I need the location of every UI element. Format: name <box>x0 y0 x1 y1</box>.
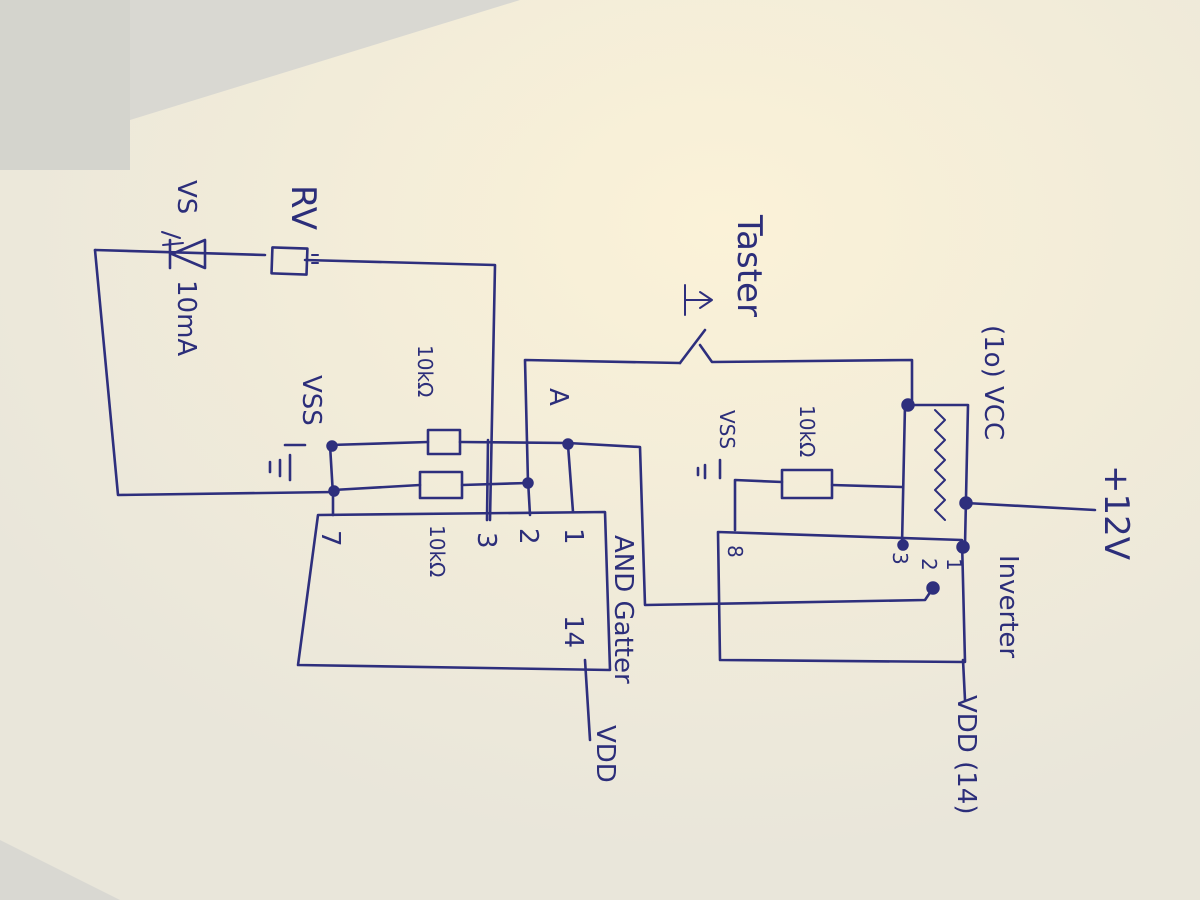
rv-marks <box>311 254 319 264</box>
r-inv-label: 10kΩ <box>795 405 819 457</box>
node <box>562 438 574 450</box>
taster-switch-icon <box>678 328 914 404</box>
wire-12v <box>964 501 1097 512</box>
node <box>326 440 338 452</box>
inverter-chip-body <box>716 530 967 664</box>
vdd-inverter-label: VDD (14) <box>951 695 981 814</box>
rv-label: RV <box>283 185 323 230</box>
and-pin-2-label: 2 <box>513 528 543 545</box>
wire-and-pin3 <box>485 438 490 522</box>
resistor-10k-inverter <box>780 468 834 500</box>
and-gatter-label: AND Gatter <box>608 535 638 684</box>
rv-resistor <box>270 246 309 276</box>
led-label: VS <box>171 180 201 214</box>
wire-inv-vdd <box>961 658 967 702</box>
taster-symbol-icon <box>684 284 713 316</box>
background-corner <box>0 0 130 170</box>
plus-12v-label: +12V <box>1096 465 1136 560</box>
resistor-10k-top <box>426 428 462 456</box>
scribble-mark <box>934 409 946 521</box>
inv-pin-8-label: 8 <box>723 545 747 558</box>
r-and-top-label: 10kΩ <box>413 345 437 397</box>
and-pin-14-label: 14 <box>558 615 588 648</box>
and-chip-body <box>296 510 612 672</box>
wire-r-bottom <box>331 481 530 492</box>
node <box>522 477 534 489</box>
and-pin-3-label: 3 <box>471 532 501 549</box>
node <box>956 540 970 554</box>
wire-led-left <box>93 248 337 497</box>
and-pin-1-label: 1 <box>558 528 588 545</box>
wire-r-top <box>328 440 935 607</box>
vcc-label: (1o) VCC <box>978 325 1008 440</box>
wire-a <box>523 358 682 485</box>
ground-icon-left <box>268 443 307 482</box>
node <box>897 539 909 551</box>
and-pin-7-label: 7 <box>315 530 345 547</box>
node <box>959 496 973 510</box>
node <box>901 398 915 412</box>
r-and-bottom-label: 10kΩ <box>425 525 449 577</box>
inverter-label: Inverter <box>993 555 1023 658</box>
a-label: A <box>543 388 573 406</box>
wire-and-pin1 <box>566 443 575 514</box>
node <box>926 581 940 595</box>
wire-r-inv <box>733 478 904 532</box>
ground-icon-right <box>696 458 722 480</box>
vss-left-label: VSS <box>296 375 326 426</box>
inv-pin-2-label: 2 <box>917 558 941 571</box>
wire-and-vdd <box>583 658 592 742</box>
vdd-and-label: VDD <box>590 725 620 783</box>
inv-pin-1-label: 1 <box>942 558 966 571</box>
wire-led-loop <box>93 248 497 522</box>
led-arrow-icon <box>161 231 184 246</box>
vss-right-label: VSS <box>715 410 739 449</box>
resistor-10k-bottom <box>418 470 464 500</box>
inv-pin-3-label: 3 <box>888 552 912 565</box>
led-current-label: 10mA <box>171 280 201 356</box>
node <box>328 485 340 497</box>
taster-label: Taster <box>729 214 769 317</box>
